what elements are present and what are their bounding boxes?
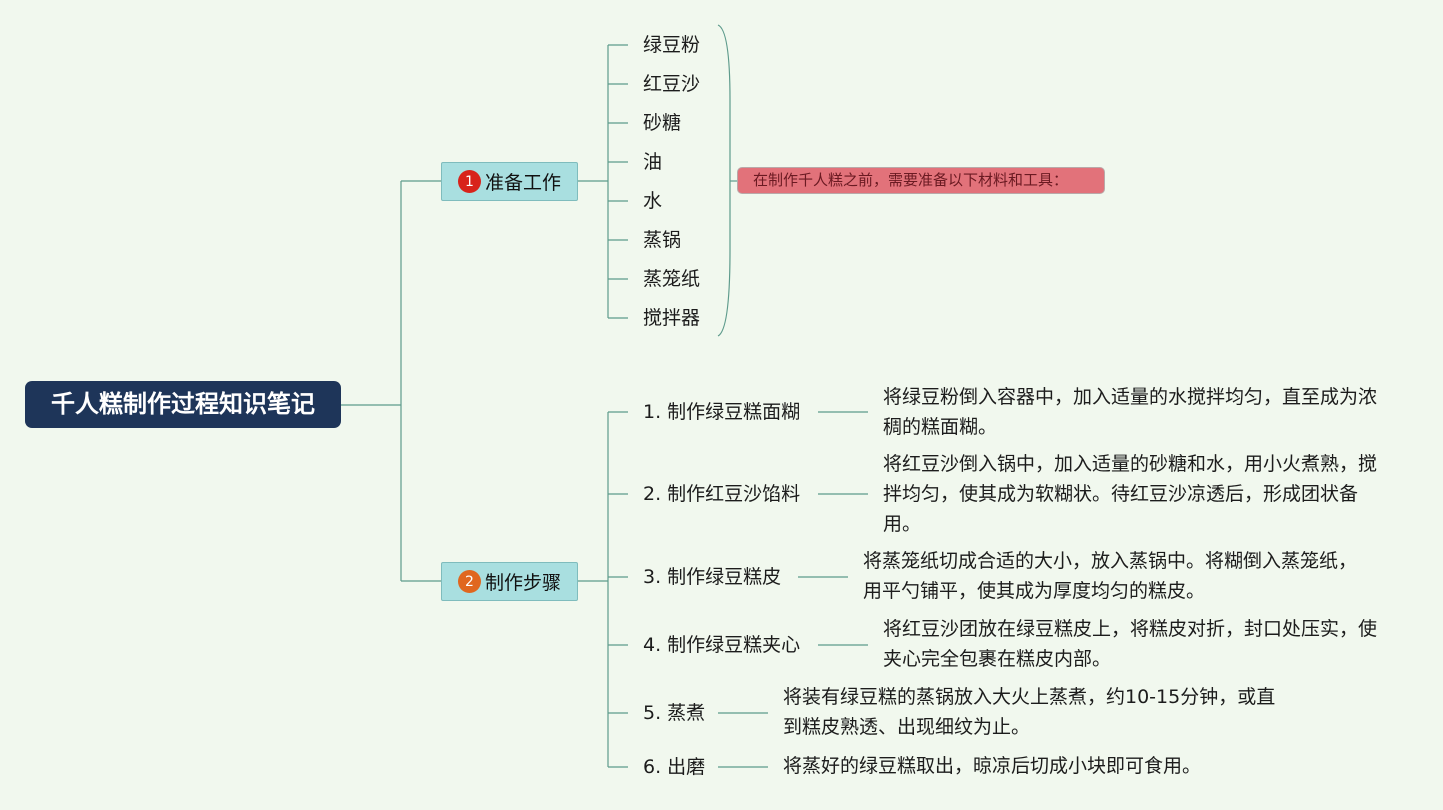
branch-steps[interactable]: 2 制作步骤 <box>441 562 578 601</box>
step-4[interactable]: 4. 制作绿豆糕夹心 <box>643 634 801 656</box>
step-4-description[interactable]: 将红豆沙团放在绿豆糕皮上，将糕皮对折，封口处压实，使夹心完全包裹在糕皮内部。 <box>883 618 1378 670</box>
item-oil[interactable]: 油 <box>643 151 663 173</box>
summary-callout[interactable]: 在制作千人糕之前，需要准备以下材料和工具： <box>737 167 1105 194</box>
root-topic[interactable]: 千人糕制作过程知识笔记 <box>25 381 341 428</box>
priority-2-badge: 2 <box>457 570 481 593</box>
step-2[interactable]: 2. 制作红豆沙馅料 <box>643 483 801 505</box>
step-2-description[interactable]: 将红豆沙倒入锅中，加入适量的砂糖和水，用小火煮熟，搅拌均匀，使其成为软糊状。待红… <box>883 453 1378 535</box>
step-6[interactable]: 6. 出磨 <box>643 756 706 778</box>
item-mung-bean-flour[interactable]: 绿豆粉 <box>643 34 701 56</box>
step-3-description[interactable]: 将蒸笼纸切成合适的大小，放入蒸锅中。将糊倒入蒸笼纸，用平勺铺平，使其成为厚度均匀… <box>863 550 1358 602</box>
item-mixer[interactable]: 搅拌器 <box>643 307 701 329</box>
item-water[interactable]: 水 <box>643 190 663 212</box>
step-1[interactable]: 1. 制作绿豆糕面糊 <box>643 401 801 423</box>
item-steamer-paper[interactable]: 蒸笼纸 <box>643 268 701 290</box>
priority-1-badge: 1 <box>457 170 481 193</box>
step-5-description[interactable]: 将装有绿豆糕的蒸锅放入大火上蒸煮，约10-15分钟，或直到糕皮熟透、出现细纹为止… <box>783 686 1276 738</box>
step-5[interactable]: 5. 蒸煮 <box>643 702 706 724</box>
branch-preparation[interactable]: 1 准备工作 <box>441 162 578 201</box>
item-red-bean-paste[interactable]: 红豆沙 <box>643 73 701 95</box>
item-steamer[interactable]: 蒸锅 <box>643 229 682 251</box>
item-sugar[interactable]: 砂糖 <box>643 112 682 134</box>
step-6-description[interactable]: 将蒸好的绿豆糕取出，晾凉后切成小块即可食用。 <box>783 755 1202 777</box>
step-3[interactable]: 3. 制作绿豆糕皮 <box>643 566 782 588</box>
branch-label: 制作步骤 <box>484 572 561 594</box>
step-1-description[interactable]: 将绿豆粉倒入容器中，加入适量的水搅拌均匀，直至成为浓稠的糕面糊。 <box>883 386 1378 438</box>
branch-label: 准备工作 <box>484 172 561 194</box>
